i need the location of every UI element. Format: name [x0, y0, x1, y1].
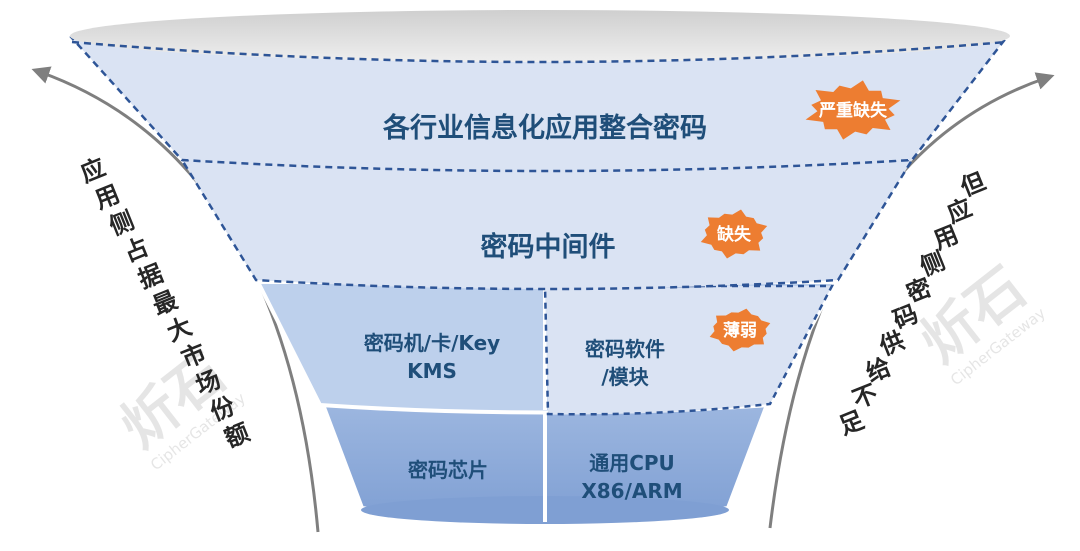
- device-right-line2: /模块: [601, 365, 649, 389]
- burst-weak: 薄弱: [709, 308, 771, 352]
- base-left-label: 密码芯片: [408, 458, 488, 482]
- software-module-outline: [543, 284, 835, 416]
- base-right-line2: X86/ARM: [581, 479, 682, 503]
- device-left-line1: 密码机/卡/Key: [364, 331, 500, 355]
- base-right-line1: 通用CPU: [589, 451, 675, 475]
- base-layer: [319, 400, 771, 524]
- top-layer-label: 各行业信息化应用整合密码: [382, 112, 707, 144]
- funnel-rim: [70, 10, 1010, 62]
- left-arrow-label-char: 额: [221, 418, 254, 453]
- burst-severe-label: 严重缺失: [819, 100, 888, 121]
- device-layer: [254, 280, 839, 416]
- top-layer: [69, 10, 1010, 173]
- middle-layer-label: 密码中间件: [481, 231, 616, 263]
- device-left-line2: KMS: [407, 359, 457, 383]
- burst-severe: 严重缺失: [805, 80, 901, 140]
- burst-missing-label: 缺失: [717, 224, 752, 245]
- burst-weak-label: 薄弱: [723, 320, 757, 341]
- middle-layer: [179, 158, 915, 291]
- device-right-line1: 密码软件: [585, 337, 665, 361]
- burst-missing: 缺失: [700, 209, 768, 259]
